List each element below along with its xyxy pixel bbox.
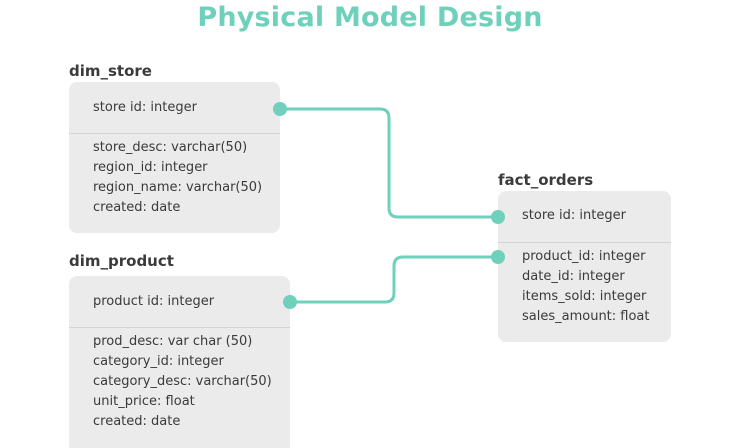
field-row: region_name: varchar(50) bbox=[93, 180, 263, 195]
field-row: created: date bbox=[93, 200, 181, 215]
connector-endpoint-dot[interactable] bbox=[273, 102, 287, 116]
connector-endpoint-dot[interactable] bbox=[283, 295, 297, 309]
divider bbox=[69, 327, 290, 328]
foreign-key-field: store id: integer bbox=[522, 208, 626, 223]
connector-store-link bbox=[280, 107, 498, 219]
table-name-dim-store: dim_store bbox=[69, 62, 152, 80]
table-name-fact-orders: fact_orders bbox=[498, 171, 594, 189]
divider bbox=[498, 242, 671, 243]
connector-product-link bbox=[290, 255, 498, 304]
field-row: store_desc: varchar(50) bbox=[93, 140, 248, 155]
field-row: category_desc: varchar(50) bbox=[93, 374, 272, 389]
field-row: prod_desc: var char (50) bbox=[93, 334, 253, 349]
table-dim-product[interactable]: product id: integer prod_desc: var char … bbox=[69, 276, 290, 448]
field-row: created: date bbox=[93, 414, 181, 429]
field-list: product_id: integer date_id: integer ite… bbox=[522, 247, 650, 327]
table-fact-orders[interactable]: store id: integer product_id: integer da… bbox=[498, 191, 671, 342]
field-row: sales_amount: float bbox=[522, 309, 650, 324]
divider bbox=[69, 133, 280, 134]
table-dim-store[interactable]: store id: integer store_desc: varchar(50… bbox=[69, 82, 280, 233]
field-list: store_desc: varchar(50) region_id: integ… bbox=[93, 138, 262, 218]
field-row: product_id: integer bbox=[522, 249, 646, 264]
field-row: unit_price: float bbox=[93, 394, 195, 409]
field-row: items_sold: integer bbox=[522, 289, 647, 304]
connector-endpoint-dot[interactable] bbox=[491, 250, 505, 264]
connector-endpoint-dot[interactable] bbox=[491, 210, 505, 224]
field-list: prod_desc: var char (50) category_id: in… bbox=[93, 332, 272, 432]
field-row: region_id: integer bbox=[93, 160, 208, 175]
primary-key-field: store id: integer bbox=[93, 100, 197, 115]
page-title: Physical Model Design bbox=[197, 2, 543, 33]
field-row: category_id: integer bbox=[93, 354, 224, 369]
field-row: date_id: integer bbox=[522, 269, 625, 284]
primary-key-field: product id: integer bbox=[93, 294, 215, 309]
table-name-dim-product: dim_product bbox=[69, 252, 174, 270]
